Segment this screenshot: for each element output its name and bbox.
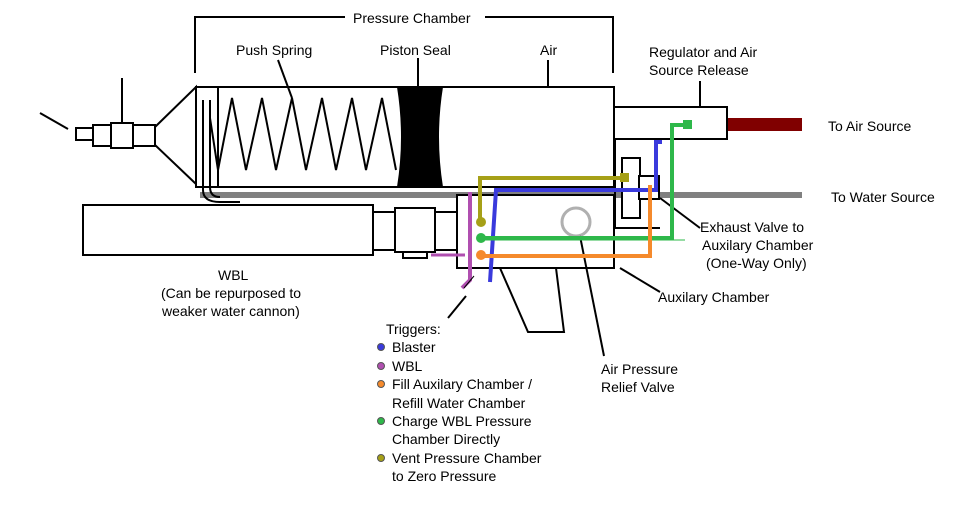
check-valve-body-left	[92, 124, 112, 147]
air-source-pipe	[727, 118, 802, 131]
check-valve-body-right	[132, 124, 156, 147]
auxilary-chamber-pointer	[619, 267, 661, 293]
check-valve	[110, 122, 134, 149]
wbl-label-line3: weaker water cannon)	[161, 303, 300, 319]
trigger-legend-text: WBL	[392, 357, 423, 374]
pressure-relief-valve	[560, 206, 592, 238]
wbl-valve-back	[434, 211, 458, 251]
water-inlet-tube	[209, 100, 221, 198]
wbl-valve-stem	[402, 251, 428, 259]
blaster-line	[488, 140, 662, 283]
trigger-legend-item: WBL	[372, 357, 541, 375]
wbl-valve	[394, 207, 436, 253]
air-label: Air	[540, 42, 557, 58]
trigger-legend-item: Fill Auxilary Chamber /Refill Water Cham…	[372, 375, 541, 412]
exhaust-label-line2: Auxilary Chamber	[702, 237, 814, 253]
nozzle-pointer	[39, 112, 69, 130]
water-source-label: To Water Source	[831, 189, 935, 205]
fill-trigger-dot[interactable]	[476, 250, 486, 260]
pressure-chamber-label: Pressure Chamber	[353, 10, 471, 26]
vent-line	[478, 176, 622, 222]
air-source-label: To Air Source	[828, 118, 911, 134]
vent-trigger-dot[interactable]	[476, 217, 486, 227]
wbl-tube	[82, 204, 374, 256]
push-spring	[209, 97, 397, 171]
triggers-legend-title: Triggers:	[386, 321, 441, 337]
trigger-legend-text: Charge WBL Pressure	[392, 413, 532, 430]
wbl-connector	[372, 211, 396, 251]
fill-aux-line	[480, 185, 652, 258]
trigger-legend-item: Blaster	[372, 338, 541, 356]
legend-dot-icon	[377, 343, 385, 352]
legend-dot-icon	[377, 417, 385, 426]
trigger-legend-text: Fill Auxilary Chamber /	[392, 376, 533, 393]
charge-trigger-dot[interactable]	[476, 233, 486, 243]
regulator-label-line2: Source Release	[649, 62, 749, 78]
auxilary-chamber-label: Auxilary Chamber	[658, 289, 770, 305]
vent-line-end	[620, 173, 629, 182]
water-inlet-tube-inner	[202, 100, 240, 203]
trigger-legend-text: to Zero Pressure	[392, 468, 497, 485]
charge-wbl-line-end	[683, 120, 692, 129]
trigger-legend-text: Vent Pressure Chamber	[392, 449, 542, 466]
grip	[498, 267, 566, 333]
trigger-legend-text: Blaster	[392, 339, 436, 356]
exhaust-label-line3: (One-Way Only)	[706, 255, 807, 271]
charge-wbl-line	[480, 123, 684, 240]
legend-dot-icon	[377, 380, 385, 389]
exhaust-valve-pointer	[659, 197, 701, 229]
piston-seal	[396, 86, 444, 188]
triggers-pointer	[447, 295, 467, 319]
trigger-legend-text: Chamber Directly	[392, 431, 501, 448]
exhaust-label-line1: Exhaust Valve to	[700, 219, 804, 235]
relief-valve-label-line1: Air Pressure	[601, 361, 678, 377]
trigger-legend-item: Vent Pressure Chamber to Zero Pressure	[372, 449, 541, 486]
nozzle	[75, 127, 94, 141]
piston-seal-label: Piston Seal	[380, 42, 451, 58]
chamber-cone	[154, 84, 197, 187]
pressure-chamber-bracket	[194, 16, 345, 73]
relief-valve-label-line2: Relief Valve	[601, 379, 675, 395]
push-spring-label: Push Spring	[236, 42, 312, 58]
legend-dot-icon	[377, 361, 385, 370]
regulator-label-line1: Regulator and Air	[649, 44, 758, 60]
wbl-trigger[interactable]	[460, 192, 472, 290]
wbl-label-line2: (Can be repurposed to	[161, 285, 301, 301]
trigger-guard	[463, 275, 475, 289]
push-spring-pointer	[277, 59, 293, 99]
pressure-chamber-bracket-right	[485, 16, 614, 73]
legend-dot-icon	[377, 453, 385, 462]
trigger-legend-text: Refill Water Chamber	[392, 394, 526, 411]
wbl-label-line1: WBL	[218, 267, 249, 283]
